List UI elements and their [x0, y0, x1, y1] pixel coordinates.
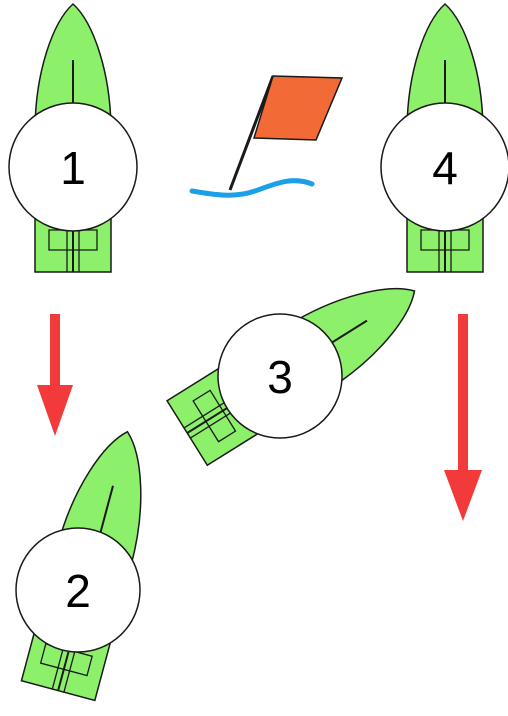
boat-4: 4	[380, 3, 508, 273]
arrow-down-icon	[444, 314, 482, 521]
boat-3-label-group: 3	[217, 313, 343, 439]
water-wave-icon	[189, 178, 315, 198]
boat-2-number: 2	[65, 565, 91, 617]
boat-1-badge	[8, 102, 138, 232]
boat-1: 1	[8, 3, 138, 273]
flag-icon	[228, 75, 344, 191]
arrow-down-icon	[37, 314, 73, 436]
boat-4-number: 4	[432, 142, 458, 194]
boat-3-number: 3	[267, 351, 293, 403]
boat-4-badge	[380, 102, 508, 232]
boat-3-badge	[217, 313, 343, 439]
boat-1-number: 1	[60, 142, 86, 194]
boat-2-label-group: 2	[15, 527, 141, 653]
boat-2-badge	[15, 527, 141, 653]
